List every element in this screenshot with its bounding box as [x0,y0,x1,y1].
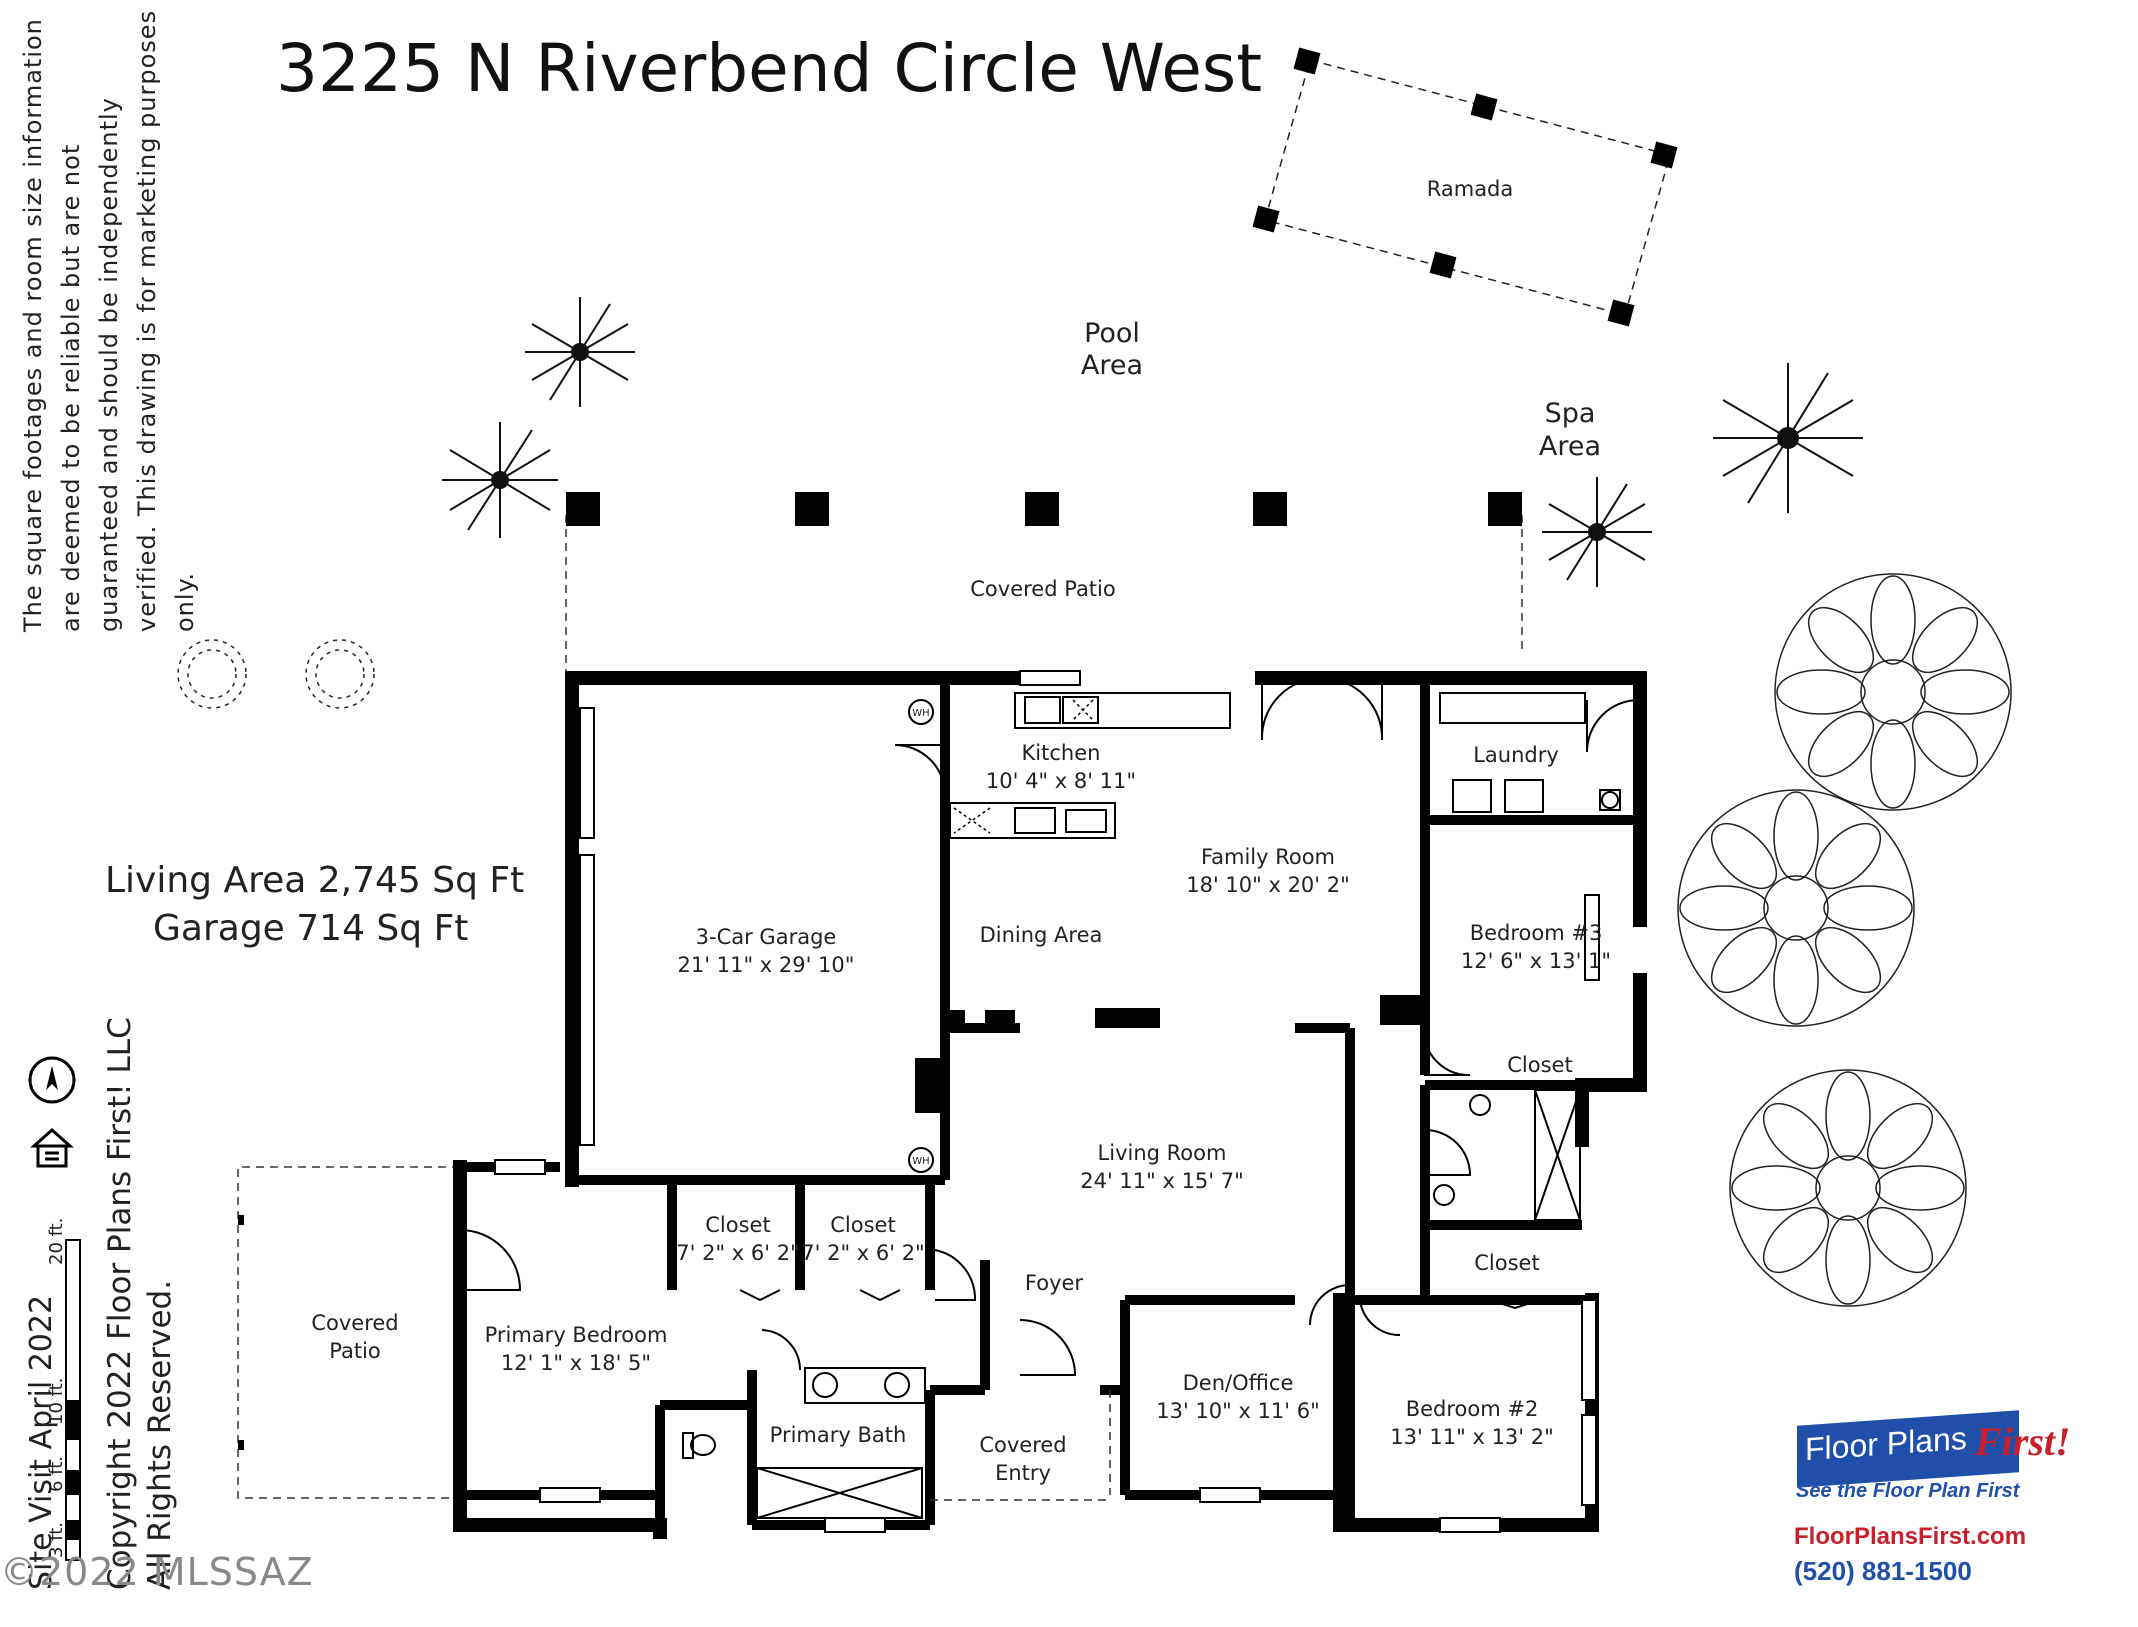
spa-label-1: Spa [1545,398,1596,429]
palms [442,297,1863,587]
ramada-label: Ramada [1427,177,1514,201]
covered-patio-left-label-1: Covered [311,1311,398,1335]
palm-icon [525,297,635,407]
dining-name: Dining Area [980,923,1103,947]
primary-bedroom-size: 12' 1" x 18' 5" [501,1351,651,1375]
water-heater-label-1: WH [912,708,929,719]
pool-label-1: Pool [1084,318,1140,349]
logo-tagline: See the Floor Plan First [1796,1480,2020,1502]
shrubs [177,639,375,709]
logo-url: FloorPlansFirst.com [1794,1523,2027,1550]
laundry-name: Laundry [1473,743,1559,767]
den-name: Den/Office [1183,1371,1294,1395]
shrub-icon [305,639,375,709]
family-room-name: Family Room [1201,845,1335,869]
page-title: 3225 N Riverbend Circle West [276,30,1263,107]
primary-bedroom-name: Primary Bedroom [485,1323,668,1347]
left-patio-outline [237,1166,460,1499]
kitchen-counters [682,692,1621,1519]
scale-label-3: 3 ft. [46,1522,67,1558]
tree-icon [1677,789,1915,1027]
kitchen-name: Kitchen [1022,741,1101,765]
compass-north-icon [28,1056,76,1104]
shrub-icon [177,639,247,709]
trees [1677,573,2012,1307]
primary-bath-name: Primary Bath [770,1423,907,1447]
closet-b2-name: Closet [1474,1251,1539,1275]
scale-label-6: 6 ft. [46,1456,67,1492]
windows [494,670,1600,1533]
bedroom3-size: 12' 6" x 13' 1" [1461,949,1611,973]
logo-phone: (520) 881-1500 [1794,1556,1972,1586]
pool-label-2: Area [1081,350,1143,381]
copyright-text: Copyright 2022 Floor Plans First! LLC Al… [100,1017,180,1590]
covered-patio-top-label: Covered Patio [970,577,1115,601]
foyer-name: Foyer [1025,1271,1084,1295]
garage-area-label: Garage 714 Sq Ft [153,908,469,949]
door-swings [459,677,1641,1376]
ramada-posts [1252,47,1678,327]
tree-icon [1729,1069,1967,1307]
living-room-size: 24' 11" x 15' 7" [1080,1169,1244,1193]
room-labels: Ramada Pool Area Spa Area Covered Patio … [311,177,1611,1485]
kitchen-size: 10' 4" x 8' 11" [986,769,1136,793]
scale-label-20: 20 ft. [46,1218,67,1265]
family-room-size: 18' 10" x 20' 2" [1186,873,1350,897]
site-visit-text: Site Visit April 2022 [24,1294,59,1590]
closet-1-name: Closet [705,1213,770,1237]
garage-name: 3-Car Garage [696,925,837,949]
interior-walls [460,678,1640,1530]
living-area-label: Living Area 2,745 Sq Ft [105,860,525,901]
covered-entry-label-2: Entry [995,1461,1051,1485]
garage-size: 21' 11" x 29' 10" [678,953,855,977]
scale-labels: 20 ft. 10 ft. 6 ft. 3 ft. [46,1218,67,1558]
scale-label-10: 10 ft. [46,1378,67,1425]
equal-housing-icon [30,1127,74,1168]
palm-icon [442,422,558,538]
spa-label-2: Area [1539,431,1601,462]
covered-patio-left-label-2: Patio [329,1339,381,1363]
closet-2-size: 7' 2" x 6' 2" [801,1241,924,1265]
living-room-name: Living Room [1098,1141,1227,1165]
bedroom2-name: Bedroom #2 [1406,1397,1539,1421]
covered-entry-label-1: Covered [979,1433,1066,1457]
den-size: 13' 10" x 11' 6" [1156,1399,1320,1423]
palm-icon [1713,363,1863,513]
closet-2-name: Closet [830,1213,895,1237]
copyright-line-1: Copyright 2022 Floor Plans First! LLC [102,1017,138,1590]
closet-b3-name: Closet [1507,1053,1572,1077]
copyright-line-2: All Rights Reserved. [142,1279,178,1590]
scale-bar [65,1239,81,1561]
bedroom2-size: 13' 11" x 13' 2" [1390,1425,1554,1449]
patio-posts [566,492,1522,526]
covered-patio-outline [565,515,1523,678]
wall-blocks [915,995,1425,1113]
water-heater-label-2: WH [912,1156,929,1167]
mls-watermark: ©2022 MLSSAZ [0,1550,314,1594]
palm-icon [1542,477,1652,587]
bedroom3-name: Bedroom #3 [1470,921,1603,945]
tree-icon [1774,573,2012,811]
closet-1-size: 7' 2" x 6' 2" [676,1241,799,1265]
logo-first: First! [1975,1419,2071,1464]
